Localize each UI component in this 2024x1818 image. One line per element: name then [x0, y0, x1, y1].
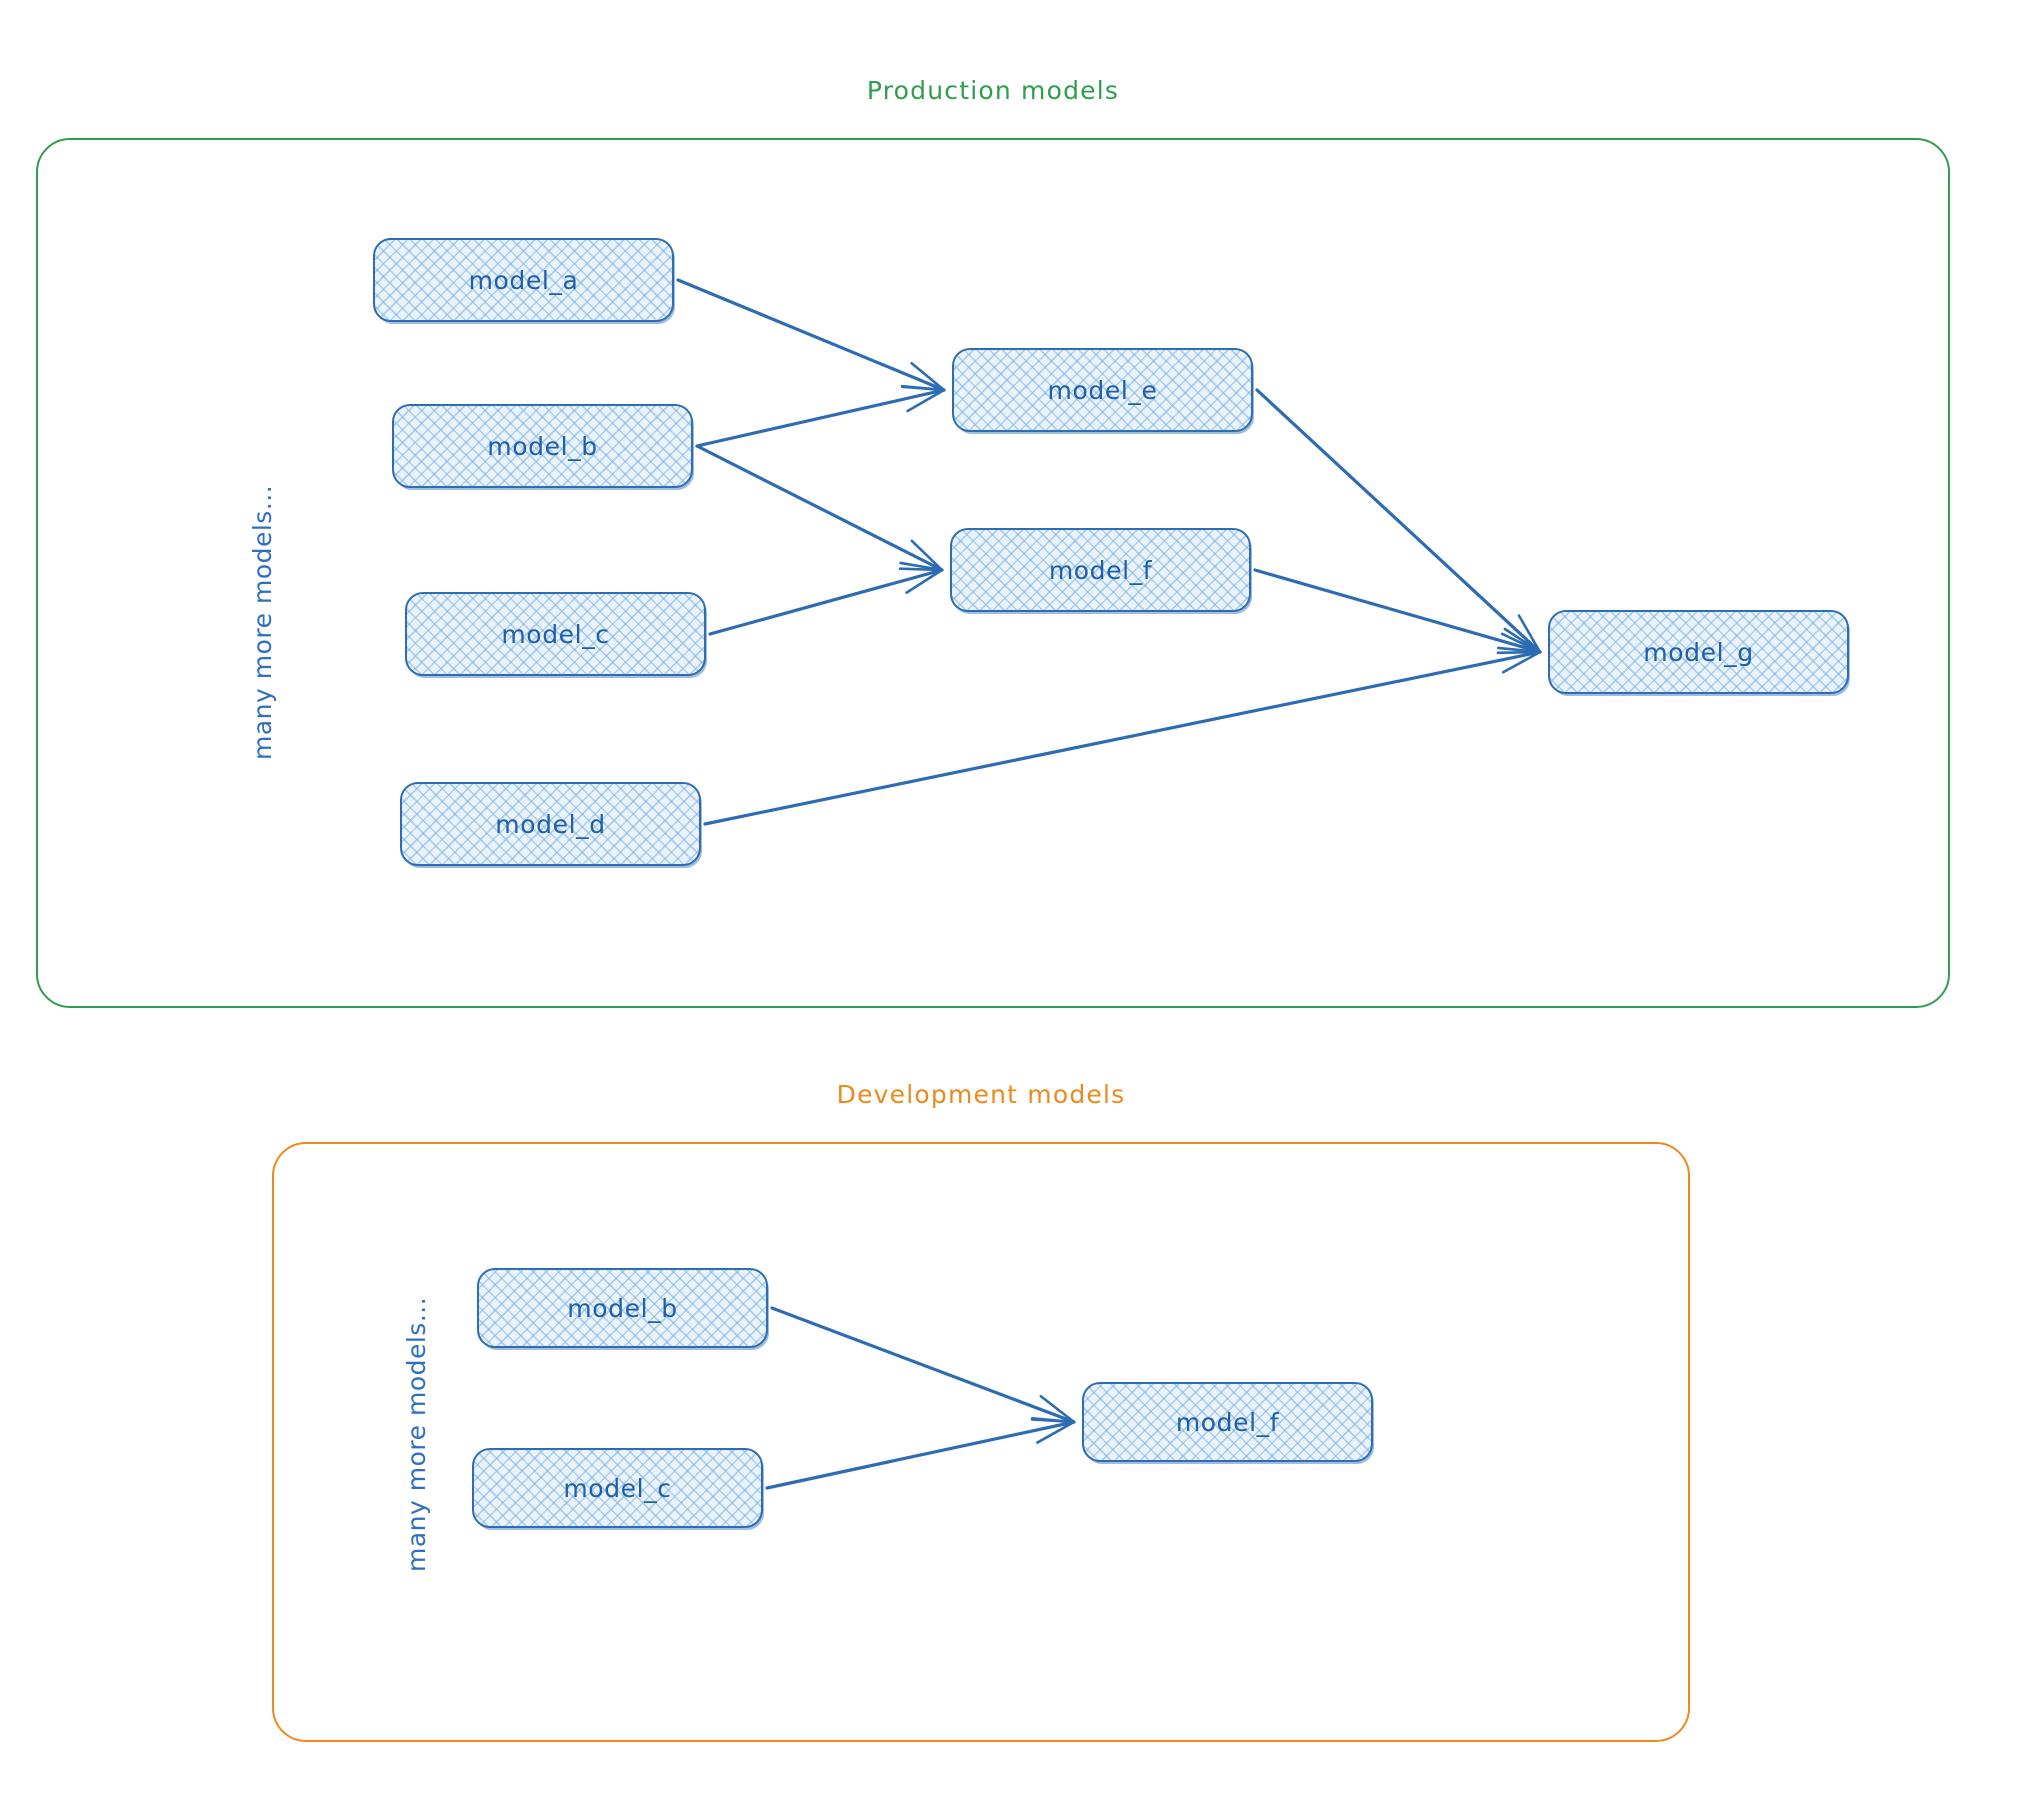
node-dev_b[interactable]: model_b [477, 1268, 768, 1348]
node-label: model_b [487, 431, 598, 461]
node-prod_a[interactable]: model_a [373, 238, 674, 322]
development-group-container [272, 1142, 1690, 1742]
node-label: model_g [1643, 637, 1754, 667]
node-dev_c[interactable]: model_c [472, 1448, 763, 1528]
node-prod_f[interactable]: model_f [950, 528, 1251, 612]
development-group-title: Development models [836, 1080, 1126, 1109]
node-dev_f[interactable]: model_f [1082, 1382, 1373, 1462]
node-label: model_b [567, 1293, 678, 1323]
node-label: model_e [1047, 375, 1158, 405]
node-label: model_c [563, 1473, 672, 1503]
node-prod_g[interactable]: model_g [1548, 610, 1849, 694]
node-label: model_d [495, 809, 606, 839]
node-label: model_f [1048, 555, 1153, 585]
node-prod_c[interactable]: model_c [405, 592, 706, 676]
node-label: model_f [1175, 1407, 1280, 1437]
node-prod_e[interactable]: model_e [952, 348, 1253, 432]
node-prod_d[interactable]: model_d [400, 782, 701, 866]
production-group-container [36, 138, 1950, 1008]
production-side-label: many more models... [248, 484, 277, 760]
node-label: model_c [501, 619, 610, 649]
development-side-label: many more models... [402, 1296, 431, 1572]
production-group-title: Production models [866, 76, 1120, 105]
node-prod_b[interactable]: model_b [392, 404, 693, 488]
node-label: model_a [468, 265, 579, 295]
